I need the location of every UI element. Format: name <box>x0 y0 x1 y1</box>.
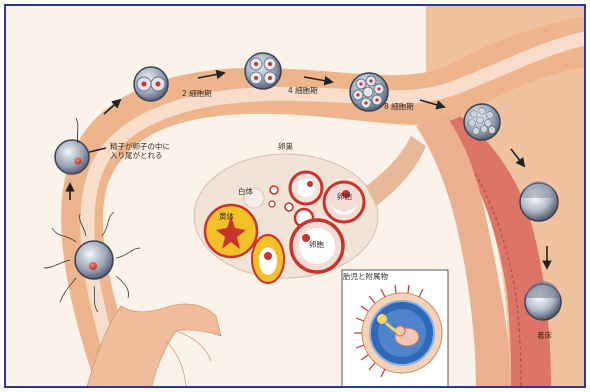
sperm-enter-label: 精子が卵子の中に <box>110 142 170 151</box>
egg-with-sperm-icon <box>75 241 113 279</box>
implantation-label: 着床 <box>537 331 552 340</box>
yellow-body-label: 黄体 <box>219 212 234 221</box>
follicle-lower-label: 卵胞 <box>309 240 324 249</box>
morula-icon <box>464 104 500 140</box>
eight-cell-stage-icon <box>350 73 388 111</box>
eight-cell-label: 8 細胞期 <box>384 102 414 111</box>
two-cell-label: 2 細胞期 <box>182 89 212 98</box>
four-cell-label: 4 細胞期 <box>288 86 318 95</box>
inset-title: 胎児と附属物 <box>343 271 388 282</box>
fertilized-egg-icon <box>55 140 89 174</box>
two-cell-stage-icon <box>134 67 168 101</box>
follicle-upper-label: 卵胞 <box>337 192 352 201</box>
ovary-label: 卵巣 <box>278 142 293 151</box>
four-cell-stage-icon <box>245 53 281 89</box>
fertilization-illustration <box>6 6 586 388</box>
white-body-label: 白体 <box>238 187 253 196</box>
tail-off-label: 入り尾がとれる <box>110 151 163 160</box>
diagram-frame: 精子が卵子の中に 入り尾がとれる 2 細胞期 4 細胞期 8 細胞期 卵巣 白体… <box>4 4 586 388</box>
fetus-inset <box>342 270 448 388</box>
